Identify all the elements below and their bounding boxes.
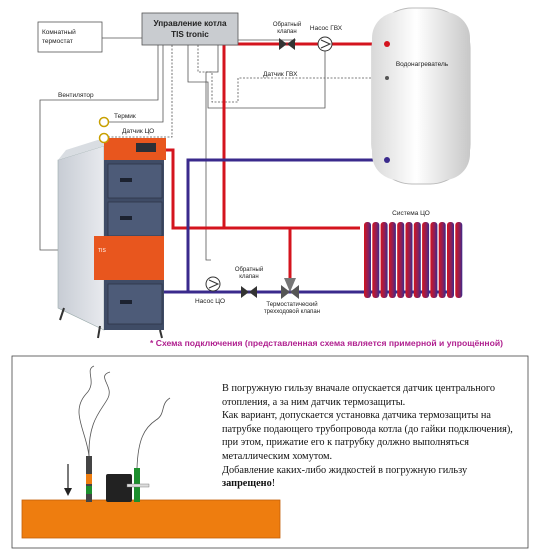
note-paragraph-3: Добавление каких-либо жидкостей в погруж…	[222, 464, 522, 491]
boiler-door-middle	[107, 201, 163, 237]
radiator-fin	[364, 222, 371, 298]
water-heater-tank: Водонагреватель	[371, 7, 471, 185]
dhw-pump-label: Насос ГВХ	[310, 25, 343, 32]
controller-display	[136, 143, 156, 152]
wire-thermik	[108, 45, 164, 123]
radiator-fin	[438, 222, 446, 298]
three-way-valve: Термостатический трехходовой клапан	[264, 278, 320, 315]
three-way-valve-label-1: Термостатический	[266, 301, 317, 308]
sleeve-detail-panel	[11, 355, 529, 549]
wire-dhw-sensor	[197, 45, 390, 103]
supply-pipe-main	[145, 148, 292, 283]
co-pump: Насос ЦО	[195, 276, 225, 305]
note-paragraph-3-bold: запрещено	[222, 478, 272, 490]
radiator-fin	[388, 222, 396, 298]
check-valve-top-label-2: клапан	[277, 29, 296, 35]
down-arrow-icon	[64, 488, 72, 496]
radiator-fin	[430, 222, 438, 298]
return-pipe-dhw	[186, 158, 386, 292]
pipe-nut	[106, 474, 132, 502]
boiler-orange-panel	[94, 236, 164, 280]
boiler-body-plate	[21, 499, 281, 539]
note-paragraph-3-end: !	[271, 478, 276, 490]
thermik-sensor	[98, 116, 110, 128]
radiator-fin	[413, 222, 421, 298]
boiler-controller: Управление котла TIS tronic	[141, 12, 239, 46]
wiring	[39, 37, 390, 261]
co-sensor	[98, 132, 110, 144]
tank-return-port	[384, 157, 390, 163]
check-valve-top-label-1: Обратный	[273, 21, 301, 28]
supply-pipe-dhw	[222, 42, 386, 228]
radiator-fin	[372, 222, 380, 298]
dhw-check-valve: Обратный клапан	[273, 21, 301, 50]
sensor-cable-3	[136, 397, 171, 469]
note-paragraph-1: В погружную гильзу вначале опускается да…	[222, 383, 495, 408]
note-paragraph-3-start: Добавление каких-либо жидкостей в погруж…	[222, 464, 468, 476]
co-pump-label: Насос ЦО	[195, 298, 225, 305]
wire-dhw-pump	[187, 44, 326, 109]
co-check-valve: Обратный клапан	[235, 266, 263, 298]
wire-co-pump	[205, 45, 219, 261]
radiator-fin	[455, 222, 463, 298]
room-thermostat-label-1: Комнатный	[42, 28, 76, 36]
fan-label: Вентилятор	[58, 92, 94, 99]
boiler-door-top	[107, 163, 163, 199]
metal-clamp	[126, 483, 150, 488]
heating-system-label: Система ЦО	[392, 210, 430, 217]
dhw-sensor-label: Датчик ГВХ	[263, 71, 298, 78]
co-sensor-label: Датчик ЦО	[122, 128, 154, 135]
check-valve-bottom-label-1: Обратный	[235, 266, 263, 273]
boiler: TIS Термик Датчик ЦО Вентилятор	[57, 92, 166, 339]
tank-supply-port	[384, 41, 390, 47]
radiator-fin	[422, 222, 430, 298]
boiler-door-bottom	[107, 283, 163, 325]
dhw-pump: Насос ГВХ	[310, 25, 343, 52]
sensor-cable-1	[88, 371, 111, 457]
radiator-fin	[397, 222, 405, 298]
sensor-cable-2	[78, 365, 95, 457]
boiler-brand-label: TIS	[98, 248, 106, 254]
controller-label-2: TIS tronic	[171, 30, 209, 39]
room-thermostat-label-2: термостат	[42, 38, 73, 45]
tank-sensor-port	[385, 76, 389, 80]
wire-fan	[39, 45, 159, 251]
radiator-fin	[380, 222, 388, 298]
check-valve-bottom-label-2: клапан	[239, 274, 258, 280]
note-paragraph-2: Как вариант, допускается установка датчи…	[222, 410, 513, 462]
wire-co-sensor	[108, 45, 173, 138]
radiator: Система ЦО	[364, 210, 463, 298]
thermik-label: Термик	[114, 113, 136, 120]
three-way-valve-label-2: трехходовой клапан	[264, 308, 320, 315]
radiator-fin	[405, 222, 413, 298]
room-thermostat: Комнатный термостат	[37, 21, 103, 53]
diagram-caption: * Схема подключения (представленная схем…	[150, 338, 504, 348]
installation-note: В погружную гильзу вначале опускается да…	[222, 382, 522, 491]
radiator-fin	[447, 222, 454, 298]
water-heater-label: Водонагреватель	[396, 61, 449, 68]
controller-label-1: Управление котла	[153, 19, 227, 28]
